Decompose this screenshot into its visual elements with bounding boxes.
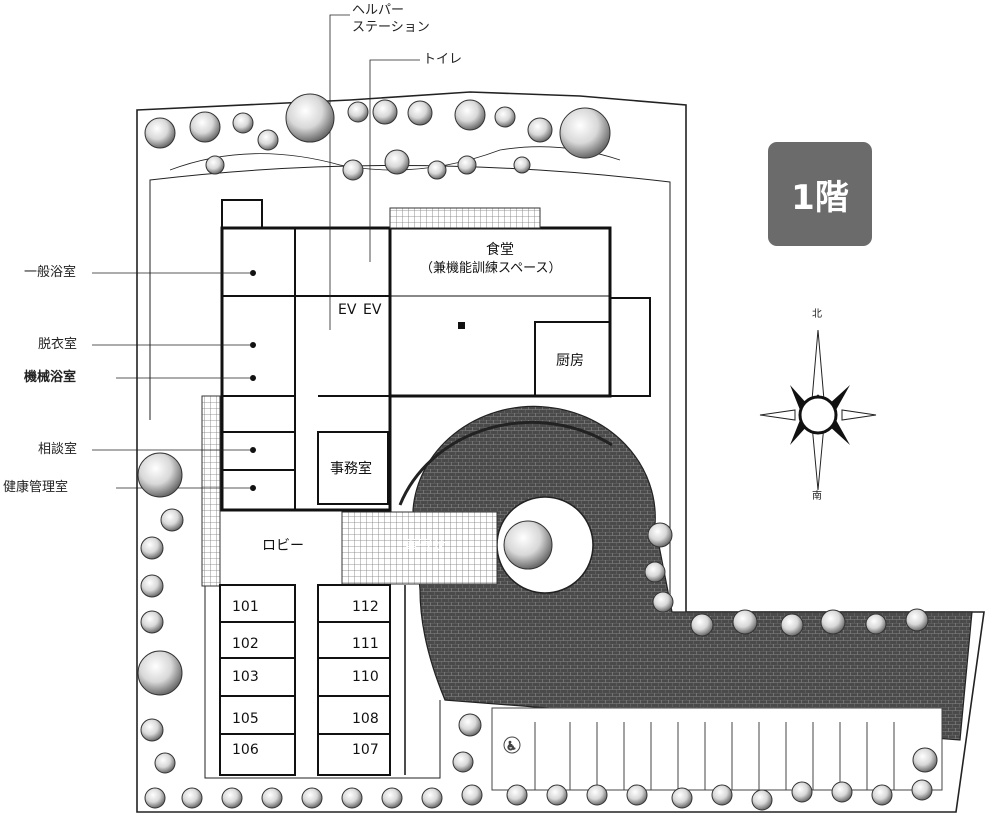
kitchen-label: 厨房: [556, 353, 584, 369]
carport-label: 車寄せ: [404, 538, 446, 554]
lobby-label: ロビー: [262, 538, 304, 554]
ev-label-1: EV: [338, 302, 357, 318]
unit-103: 103: [232, 669, 259, 685]
unit-106: 106: [232, 742, 259, 758]
ev-label-2: EV: [363, 302, 382, 318]
compass-south-label: 南: [812, 491, 822, 502]
compass-north-label: 北: [812, 309, 822, 320]
dining-column: [458, 322, 465, 329]
floor-badge: 1階: [768, 142, 872, 246]
toilet-label: トイレ: [423, 52, 463, 67]
health-room-label: 健康管理室: [3, 480, 69, 495]
dining-sublabel: （兼機能訓練スペース）: [420, 261, 562, 276]
room-markers: [250, 270, 256, 491]
resident-rooms: [219, 584, 406, 776]
unit-107: 107: [352, 742, 379, 758]
unit-101: 101: [232, 599, 259, 615]
unit-111: 111: [352, 636, 379, 652]
unit-102: 102: [232, 636, 259, 652]
compass-rose: [759, 329, 877, 491]
unit-108: 108: [352, 711, 379, 727]
canopy: [201, 207, 541, 587]
svg-text:♿: ♿: [506, 739, 517, 753]
parking-area: ♿: [491, 707, 943, 791]
site-boundary: [136, 91, 985, 813]
trees: [137, 93, 938, 811]
unit-112: 112: [352, 599, 379, 615]
unit-110: 110: [352, 669, 379, 685]
building-walls: [220, 199, 651, 512]
helper-station-label-1: ヘルパー: [352, 3, 405, 18]
general-bath-label: 一般浴室: [24, 265, 77, 280]
dining-label: 食堂: [486, 242, 514, 258]
office-label: 事務室: [330, 461, 372, 477]
callout-lines: [92, 14, 420, 489]
consultation-label: 相談室: [38, 442, 78, 457]
unit-105: 105: [232, 711, 259, 727]
changing-room-label: 脱衣室: [38, 337, 78, 352]
machine-bath-label: 機械浴室: [24, 370, 77, 385]
helper-station-label-2: ステーション: [352, 20, 430, 35]
